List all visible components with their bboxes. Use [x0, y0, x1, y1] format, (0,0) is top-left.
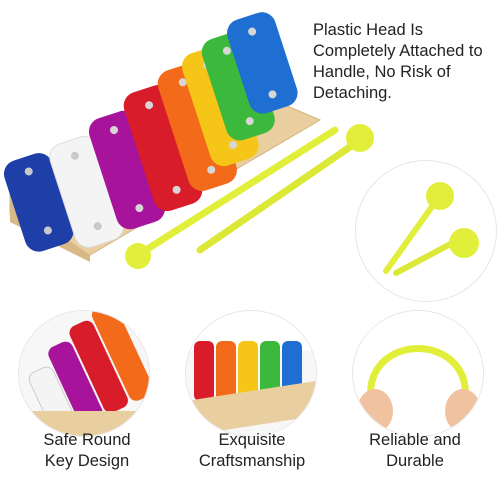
caption-line: Key Design	[44, 452, 130, 470]
durable-circle	[352, 310, 484, 437]
mallet-detail-circle	[355, 160, 497, 302]
headline-line: Handle, No Risk of	[313, 63, 451, 81]
rounded-keys-circle	[18, 310, 150, 437]
feature-caption-safe-round-key-design: Safe Round Key Design	[22, 430, 152, 472]
caption-line: Safe Round	[43, 431, 131, 449]
xylophone-keys	[3, 12, 298, 252]
craftsmanship-circle	[185, 310, 317, 437]
mallet-head	[125, 243, 151, 269]
feature-caption-exquisite-craftsmanship: Exquisite Craftsmanship	[182, 430, 322, 472]
key-light-blue	[227, 12, 298, 114]
mallets	[125, 124, 374, 269]
feature-caption-reliable-and-durable: Reliable and Durable	[345, 430, 485, 472]
craftsmanship-image	[186, 311, 316, 436]
key-purple	[88, 110, 166, 230]
rounded-keys-image	[19, 311, 149, 436]
xylophone-image	[3, 12, 374, 269]
mallet-head	[346, 124, 374, 152]
caption-line: Exquisite	[218, 431, 286, 449]
key-red	[123, 84, 203, 212]
caption-line: Durable	[386, 452, 444, 470]
durable-image	[353, 311, 483, 436]
caption-line: Craftsmanship	[198, 452, 306, 470]
headline-line: Detaching.	[313, 84, 392, 102]
caption-line: Reliable and	[369, 431, 461, 449]
headline-line: Plastic Head Is	[313, 21, 424, 39]
headline-line: Completely Attached to	[313, 42, 483, 60]
headline-text: Plastic Head Is Completely Attached to H…	[313, 20, 498, 104]
mallet-detail-image	[383, 182, 479, 276]
key-green	[201, 31, 275, 141]
